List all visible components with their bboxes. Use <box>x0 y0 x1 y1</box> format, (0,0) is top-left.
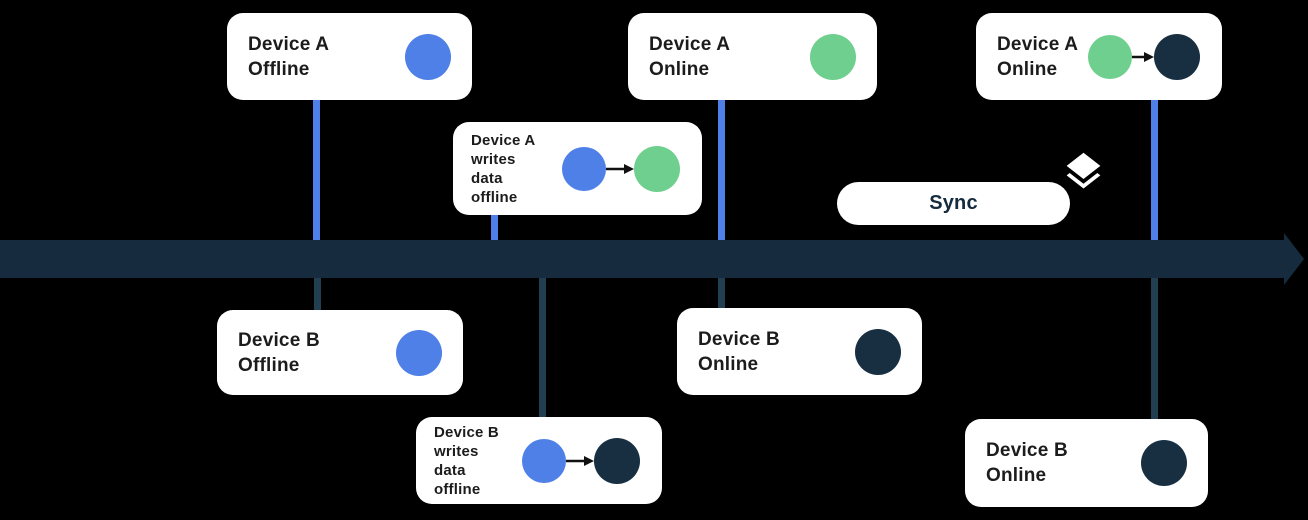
connector-a-offline <box>313 100 320 241</box>
timeline-arrowhead-icon <box>1284 233 1304 285</box>
card-device-b-writes: Device B writes data offline <box>416 417 662 504</box>
state-transition <box>1088 33 1200 80</box>
card-label: Device A Offline <box>248 33 330 80</box>
arrow-right-icon <box>566 455 594 466</box>
connector-b-offline <box>314 277 321 311</box>
connector-a-online-2 <box>1151 100 1158 241</box>
card-label: Device B writes data offline <box>434 423 499 498</box>
card-device-b-online-2: Device B Online <box>965 419 1208 507</box>
arrow-right-icon <box>606 163 634 174</box>
synced-dot-icon <box>855 328 901 375</box>
layers-icon <box>1066 152 1101 189</box>
synced-dot-icon <box>594 437 640 484</box>
offline-dot-icon <box>405 33 451 80</box>
sync-label: Sync <box>929 192 978 214</box>
offline-dot-icon <box>522 438 566 483</box>
arrow-right-icon <box>1132 51 1154 62</box>
connector-b-online-1 <box>718 277 725 309</box>
sync-button: Sync <box>837 182 1070 225</box>
online-dot-icon <box>634 145 680 192</box>
card-device-a-online-1: Device A Online <box>628 13 877 100</box>
card-label: Device A writes data offline <box>471 131 536 206</box>
card-label: Device B Offline <box>238 329 320 376</box>
online-dot-icon <box>1088 34 1132 79</box>
state-transition <box>562 145 680 192</box>
offline-dot-icon <box>396 329 442 376</box>
card-device-b-online-1: Device B Online <box>677 308 922 395</box>
connector-b-online-2 <box>1151 277 1158 420</box>
online-dot-icon <box>810 33 856 80</box>
card-device-b-offline: Device B Offline <box>217 310 463 395</box>
connector-a-online-1 <box>718 100 725 241</box>
card-device-a-offline: Device A Offline <box>227 13 472 100</box>
card-label: Device A Online <box>997 33 1079 80</box>
synced-dot-icon <box>1141 440 1187 486</box>
card-label: Device B Online <box>698 328 780 375</box>
state-transition <box>522 437 640 484</box>
connector-b-writes <box>539 277 546 418</box>
card-device-a-writes: Device A writes data offline <box>453 122 702 215</box>
offline-dot-icon <box>562 146 606 191</box>
card-device-a-online-2: Device A Online <box>976 13 1222 100</box>
synced-dot-icon <box>1154 33 1200 80</box>
connector-a-writes <box>491 213 498 241</box>
timeline-bar <box>0 240 1285 278</box>
card-label: Device B Online <box>986 440 1068 486</box>
card-label: Device A Online <box>649 33 731 80</box>
